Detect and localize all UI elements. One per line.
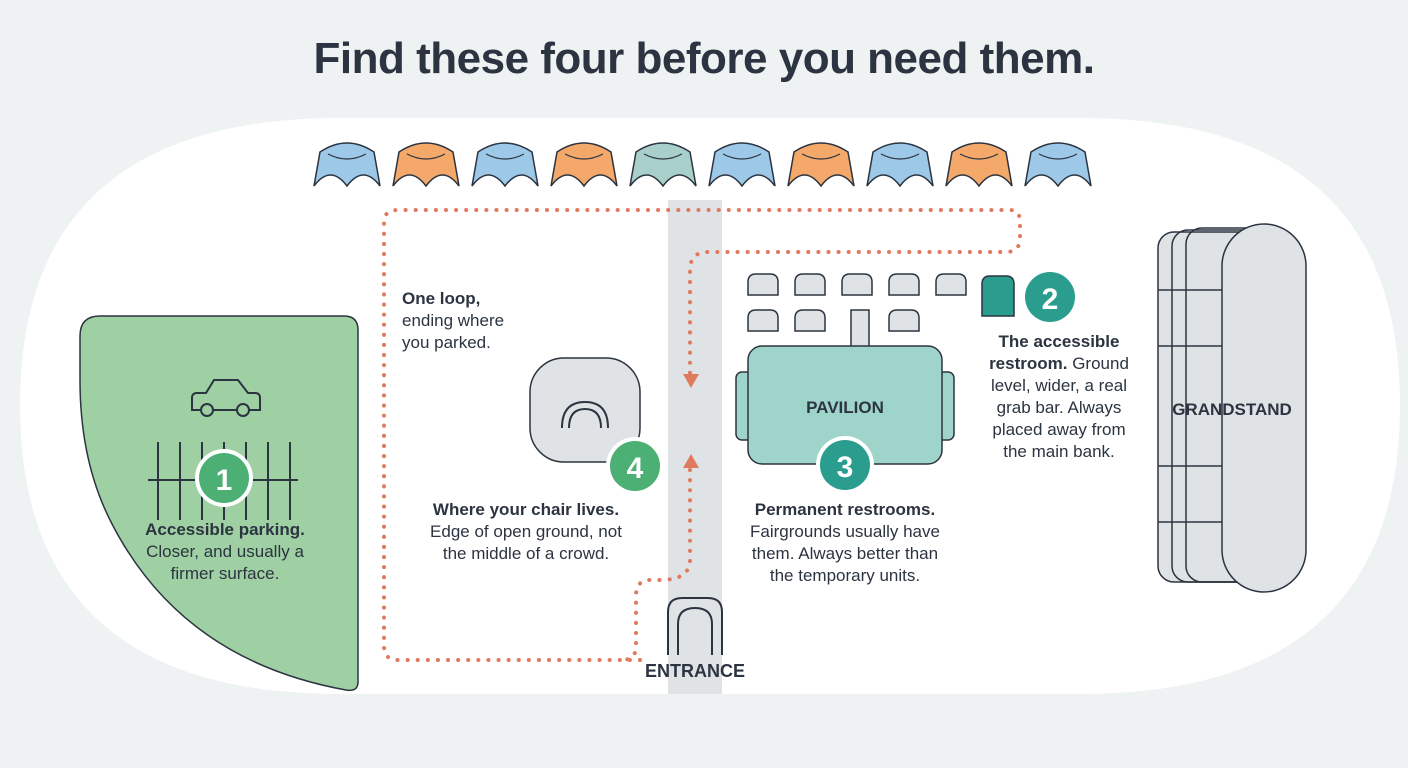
- path-arrow-down: [683, 374, 699, 388]
- vendor-tent: [313, 142, 381, 188]
- marker-3: 3: [816, 436, 874, 494]
- vendor-tents: [313, 142, 1092, 188]
- vendor-tent: [471, 142, 539, 188]
- vendor-tent-ridge: [564, 153, 604, 160]
- caption-chair: Where your chair lives. Edge of open gro…: [430, 500, 622, 563]
- entrance-road: [668, 200, 722, 694]
- caption-parking: Accessible parking. Closer, and usually …: [145, 520, 305, 583]
- caption-accessible-restroom: The accessible restroom. Ground level, w…: [989, 332, 1129, 461]
- vendor-tent: [550, 142, 618, 188]
- grandstand: [1157, 223, 1307, 593]
- vendor-tent-ridge: [643, 153, 683, 160]
- vendor-tent-ridge: [880, 153, 920, 160]
- svg-text:1: 1: [216, 464, 233, 497]
- marker-4: 4: [606, 437, 664, 495]
- vendor-tent: [392, 142, 460, 188]
- vendor-tent-ridge: [485, 153, 525, 160]
- accessible-loop-path: [382, 208, 1022, 662]
- marker-1: 1: [195, 449, 253, 507]
- path-arrow-up: [683, 454, 699, 468]
- vendor-tent: [1024, 142, 1092, 188]
- caption-permanent-restrooms: Permanent restrooms. Fairgrounds usually…: [750, 500, 940, 585]
- pavilion-label: PAVILION: [806, 398, 884, 417]
- svg-text:3: 3: [837, 451, 854, 484]
- svg-text:2: 2: [1042, 283, 1059, 316]
- caption-loop: One loop, ending where you parked.: [402, 289, 505, 352]
- vendor-tent-ridge: [1038, 153, 1078, 160]
- vendor-tent-ridge: [801, 153, 841, 160]
- vendor-tent-ridge: [959, 153, 999, 160]
- vendor-tent: [866, 142, 934, 188]
- vendor-tent: [708, 142, 776, 188]
- entrance-gate: [667, 597, 723, 655]
- temporary-restroom-bank: [747, 273, 967, 332]
- vendor-tent: [945, 142, 1013, 188]
- vendor-tent-ridge: [722, 153, 762, 160]
- vendor-tent-ridge: [406, 153, 446, 160]
- vendor-tent: [787, 142, 855, 188]
- svg-text:4: 4: [627, 452, 644, 485]
- chair-shape: [561, 400, 609, 429]
- vendor-tent: [629, 142, 697, 188]
- entrance-label: ENTRANCE: [645, 661, 745, 681]
- accessible-restroom-unit: [981, 275, 1015, 317]
- page-title: Find these four before you need them.: [313, 34, 1095, 83]
- marker-2: 2: [1021, 268, 1079, 326]
- pavilion-connector: [850, 309, 870, 349]
- car-icon: [191, 379, 261, 417]
- vendor-tent-ridge: [327, 153, 367, 160]
- grandstand-label: GRANDSTAND: [1172, 400, 1292, 419]
